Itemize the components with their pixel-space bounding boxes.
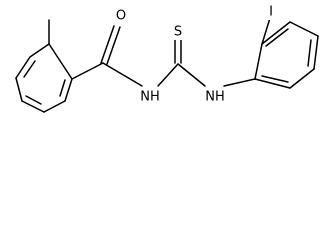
thioamide-nh-label: NH: [205, 90, 225, 105]
bond: [261, 75, 289, 83]
bond: [48, 43, 73, 80]
bond: [223, 78, 256, 87]
bond: [289, 68, 315, 89]
bond: [15, 56, 31, 79]
bond: [25, 95, 42, 105]
bond: [254, 78, 291, 89]
bond: [157, 63, 179, 87]
bond: [64, 78, 73, 102]
bond: [100, 25, 115, 64]
amide-nh-label: NH: [140, 90, 160, 105]
bond: [313, 35, 319, 70]
bond: [23, 60, 36, 78]
bonds: [15, 17, 319, 113]
bond: [15, 77, 23, 102]
iodine-atom-label: I: [269, 5, 273, 20]
bond: [177, 63, 206, 87]
bond: [254, 43, 263, 80]
oxygen-atom-label: O: [116, 9, 126, 24]
bond: [43, 100, 66, 113]
bond: [59, 79, 66, 97]
atom-labels: O S I NH NH: [114, 4, 277, 105]
bond: [307, 39, 312, 67]
molecule-structure: O S I NH NH: [15, 4, 319, 113]
sulfur-atom-label: S: [174, 25, 182, 40]
bond: [21, 100, 45, 113]
bond: [261, 17, 271, 45]
bond: [106, 26, 121, 65]
bond: [29, 43, 50, 58]
bond: [71, 62, 104, 80]
bond: [265, 28, 289, 47]
bond: [261, 21, 291, 45]
bond: [289, 21, 319, 37]
bond: [102, 62, 143, 87]
